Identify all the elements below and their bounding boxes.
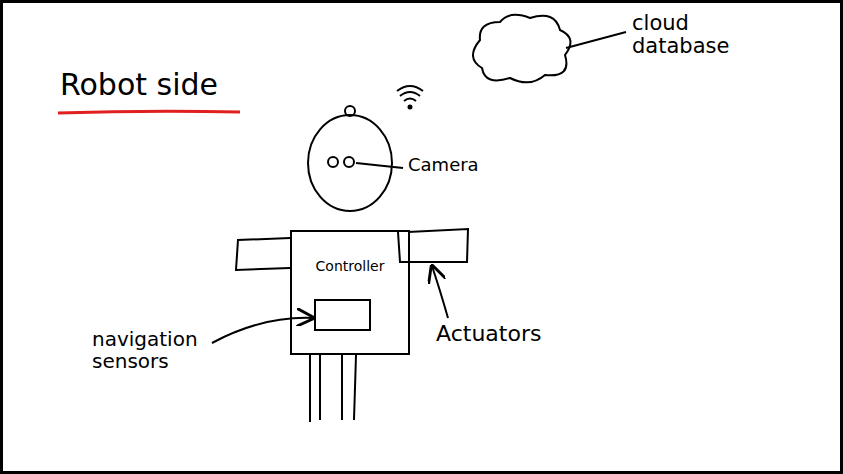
page-title: Robot side (60, 68, 218, 101)
cloud-shape (473, 15, 570, 83)
controller-body: Controller (290, 230, 410, 355)
robot-arm (236, 238, 290, 270)
camera-eye (344, 157, 354, 167)
title-underline (58, 111, 240, 113)
robot-legs (310, 355, 356, 422)
cloud-label: cloud database (632, 12, 742, 58)
robot-head (308, 115, 392, 211)
part-label: Camera (408, 155, 518, 175)
camera-eye (328, 157, 338, 167)
pointer-arrow (432, 266, 448, 318)
wifi-symbol (397, 86, 423, 109)
sensor-box (315, 300, 370, 330)
part-label: Actuators (436, 322, 576, 346)
leader-line (566, 32, 626, 48)
pointer-arrow (212, 318, 313, 343)
node-label: Controller (300, 258, 400, 275)
head-knob (345, 106, 355, 116)
part-label: navigation sensors (92, 328, 222, 372)
leader-line (356, 163, 403, 168)
